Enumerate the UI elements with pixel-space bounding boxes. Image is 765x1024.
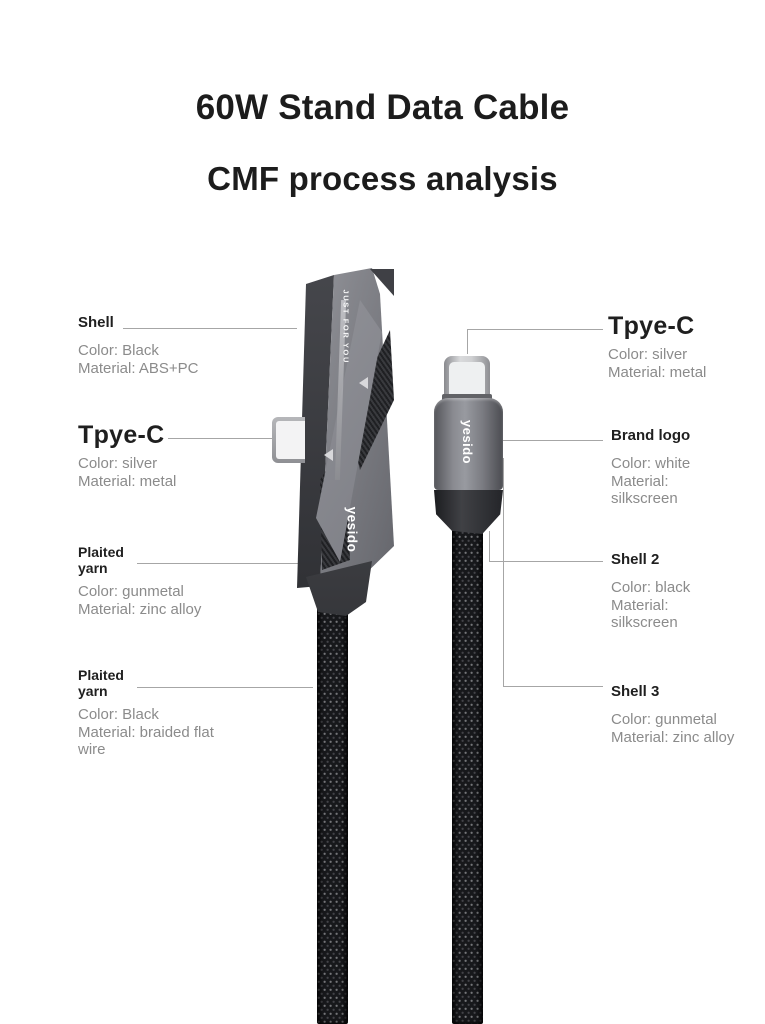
callout-shell2: Shell 2 Color: black Material: silkscree… bbox=[611, 551, 731, 632]
sash-arrow-icon bbox=[324, 449, 333, 461]
leader-line-shell2-v bbox=[489, 531, 490, 562]
typec-plug-right-inner bbox=[449, 362, 485, 398]
callout-detail: Material: zinc alloy bbox=[611, 728, 735, 746]
leader-line-typec-left bbox=[168, 438, 272, 439]
callout-label: Plaited yarn bbox=[78, 544, 124, 576]
leader-line-shell3-h bbox=[503, 686, 603, 687]
page-subtitle: CMF process analysis bbox=[207, 160, 558, 197]
callout-typec-right: Tpye-C Color: silver Material: metal bbox=[608, 311, 738, 381]
callout-label: Tpye-C bbox=[608, 312, 695, 340]
callout-detail: Material: zinc alloy bbox=[78, 600, 202, 618]
callout-detail: Color: silver bbox=[78, 455, 158, 472]
leader-line-brand-logo bbox=[491, 440, 603, 441]
callout-detail: Material: metal bbox=[608, 363, 707, 381]
leader-line-shell3-v bbox=[503, 458, 504, 687]
callout-brand-logo: Brand logo Color: white Material: silksc… bbox=[611, 427, 731, 508]
callout-detail: Material: braided flat bbox=[78, 723, 214, 741]
black-ring-shell bbox=[434, 490, 503, 534]
callout-detail: Material: ABS+PC bbox=[78, 359, 199, 377]
callout-detail: Material: bbox=[611, 596, 669, 614]
callout-label: Shell 2 bbox=[611, 551, 660, 568]
leader-line-typec-right-h bbox=[467, 329, 603, 330]
callout-detail: Material: metal bbox=[78, 472, 177, 490]
callout-detail: Color: white bbox=[611, 455, 691, 472]
sash-arrow-icon bbox=[359, 377, 368, 389]
leader-line-typec-right-v bbox=[467, 329, 468, 354]
callout-detail: Color: Black bbox=[78, 342, 159, 359]
callout-detail: Color: silver bbox=[608, 346, 688, 363]
callout-detail: Color: gunmetal bbox=[78, 583, 184, 600]
barrel-shell bbox=[434, 398, 503, 490]
callout-detail: Color: black bbox=[611, 579, 691, 596]
leader-line-shell2-h bbox=[489, 561, 603, 562]
callout-detail: silkscreen bbox=[611, 614, 678, 631]
callout-detail: silkscreen bbox=[611, 490, 678, 507]
engraving-text: JUST FOR YOU bbox=[341, 289, 351, 365]
left-connector: JUST FOR YOU yesido bbox=[262, 266, 412, 626]
callout-label: Shell bbox=[78, 314, 114, 331]
brand-logo-left: yesido bbox=[344, 506, 360, 553]
typec-plug-right bbox=[444, 356, 490, 400]
callout-label: Tpye-C bbox=[78, 421, 165, 449]
braided-cable-left bbox=[317, 604, 348, 1024]
page-title: 60W Stand Data Cable bbox=[195, 88, 570, 127]
leader-line-plaited-yarn-2 bbox=[137, 687, 313, 688]
braided-cable-right bbox=[452, 527, 483, 1024]
right-connector: yesido bbox=[425, 350, 515, 540]
leader-line-plaited-yarn-1 bbox=[137, 563, 312, 564]
callout-detail: wire bbox=[78, 741, 106, 758]
brand-logo-right: yesido bbox=[460, 419, 475, 465]
callout-label: Plaited yarn bbox=[78, 667, 124, 699]
typec-plug-left bbox=[272, 417, 305, 463]
callout-plaited-yarn-2: Plaited yarn Color: Black Material: brai… bbox=[78, 667, 228, 759]
callout-detail: Color: Black bbox=[78, 706, 159, 723]
typec-plug-left-inner bbox=[276, 421, 305, 459]
callout-shell: Shell Color: Black Material: ABS+PC bbox=[78, 314, 228, 377]
callout-label: Brand logo bbox=[611, 427, 691, 444]
callout-detail: Color: gunmetal bbox=[611, 711, 717, 728]
callout-label: Shell 3 bbox=[611, 683, 660, 700]
callout-detail: Material: bbox=[611, 472, 669, 490]
leader-line-shell bbox=[123, 328, 297, 329]
callout-plaited-yarn-1: Plaited yarn Color: gunmetal Material: z… bbox=[78, 544, 228, 618]
callout-typec-left: Tpye-C Color: silver Material: metal bbox=[78, 420, 228, 490]
callout-shell3: Shell 3 Color: gunmetal Material: zinc a… bbox=[611, 683, 741, 746]
